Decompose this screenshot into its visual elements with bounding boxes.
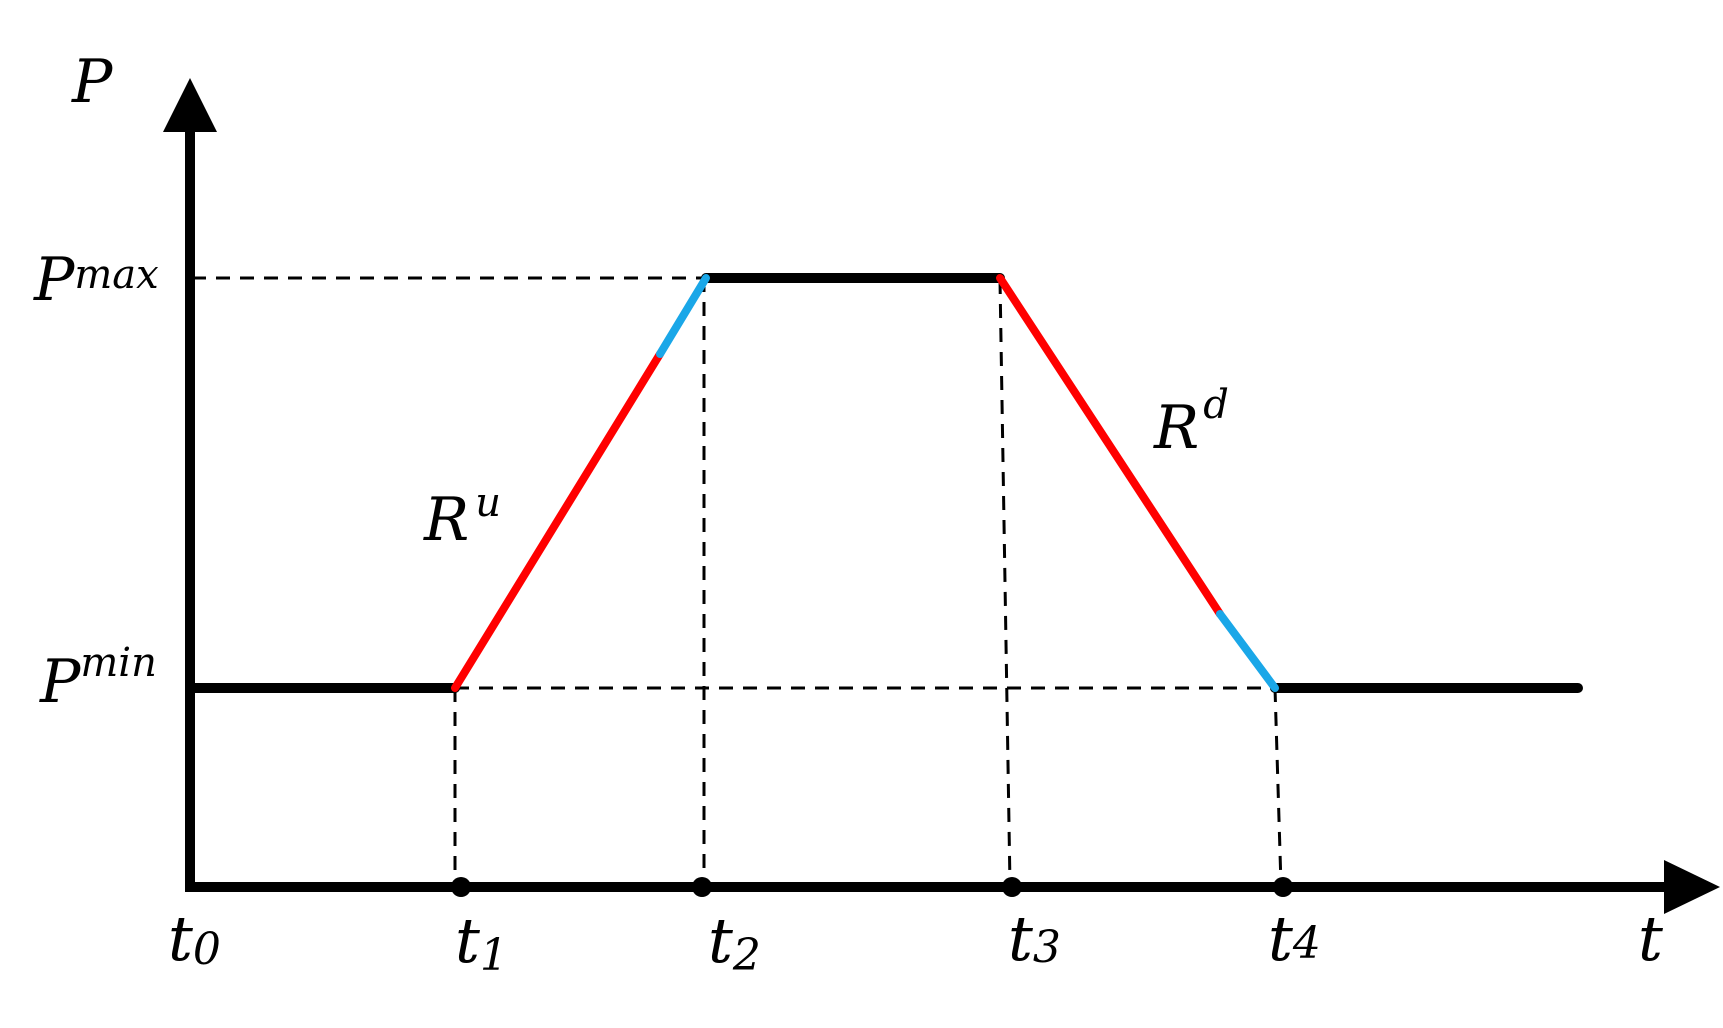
ramp-down-line — [996, 274, 1224, 618]
ramp-up-label-sup: u — [475, 480, 501, 526]
t3-sub: 3 — [1033, 922, 1061, 973]
t0-label: t0 — [168, 902, 221, 975]
pmax-label-sub: max — [74, 252, 158, 298]
ramp-down-tip — [1216, 610, 1279, 692]
guide-lines — [192, 276, 1283, 886]
axes — [163, 78, 1720, 914]
t4-base: t — [1268, 902, 1293, 975]
ramp-up-line — [451, 350, 664, 692]
ramp-up-label-base: R — [423, 485, 469, 555]
t4-label: t4 — [1268, 902, 1321, 975]
t2-sub: 2 — [732, 930, 761, 981]
time-markers — [451, 877, 1293, 897]
x-axis-label: t — [1638, 902, 1663, 975]
t1-marker — [451, 877, 471, 897]
t2-label: t2 — [708, 904, 761, 981]
t3-marker — [1002, 877, 1022, 897]
pmin-label: Pmin — [39, 640, 157, 717]
pmin-label-sub: min — [80, 640, 156, 686]
power-curve — [187, 273, 1583, 693]
t1-base: t — [455, 904, 480, 977]
t0-base: t — [168, 902, 193, 975]
t2-marker — [692, 877, 712, 897]
t4-sub: 4 — [1292, 918, 1321, 969]
t4-marker — [1273, 877, 1293, 897]
t2-base: t — [708, 904, 733, 977]
ramp-down-label-base: R — [1153, 393, 1199, 463]
pmax-label-base: P — [33, 245, 76, 315]
y-axis-arrowhead — [163, 78, 217, 132]
y-axis-label: P — [71, 47, 114, 117]
ramp-up-tip — [656, 274, 710, 358]
t1-sub: 1 — [480, 930, 508, 981]
t3-base: t — [1008, 902, 1033, 975]
pmax-label: Pmax — [33, 245, 159, 315]
ramp-down-label-sup: d — [1203, 382, 1229, 428]
t0-sub: 0 — [193, 924, 221, 975]
t1-label: t1 — [455, 904, 508, 981]
t4-guide-vertical — [1273, 687, 1283, 886]
x-axis-arrowhead — [1664, 860, 1720, 914]
t3-guide-vertical — [998, 279, 1012, 886]
t3-label: t3 — [1008, 902, 1061, 975]
pmin-label-base: P — [39, 647, 82, 717]
